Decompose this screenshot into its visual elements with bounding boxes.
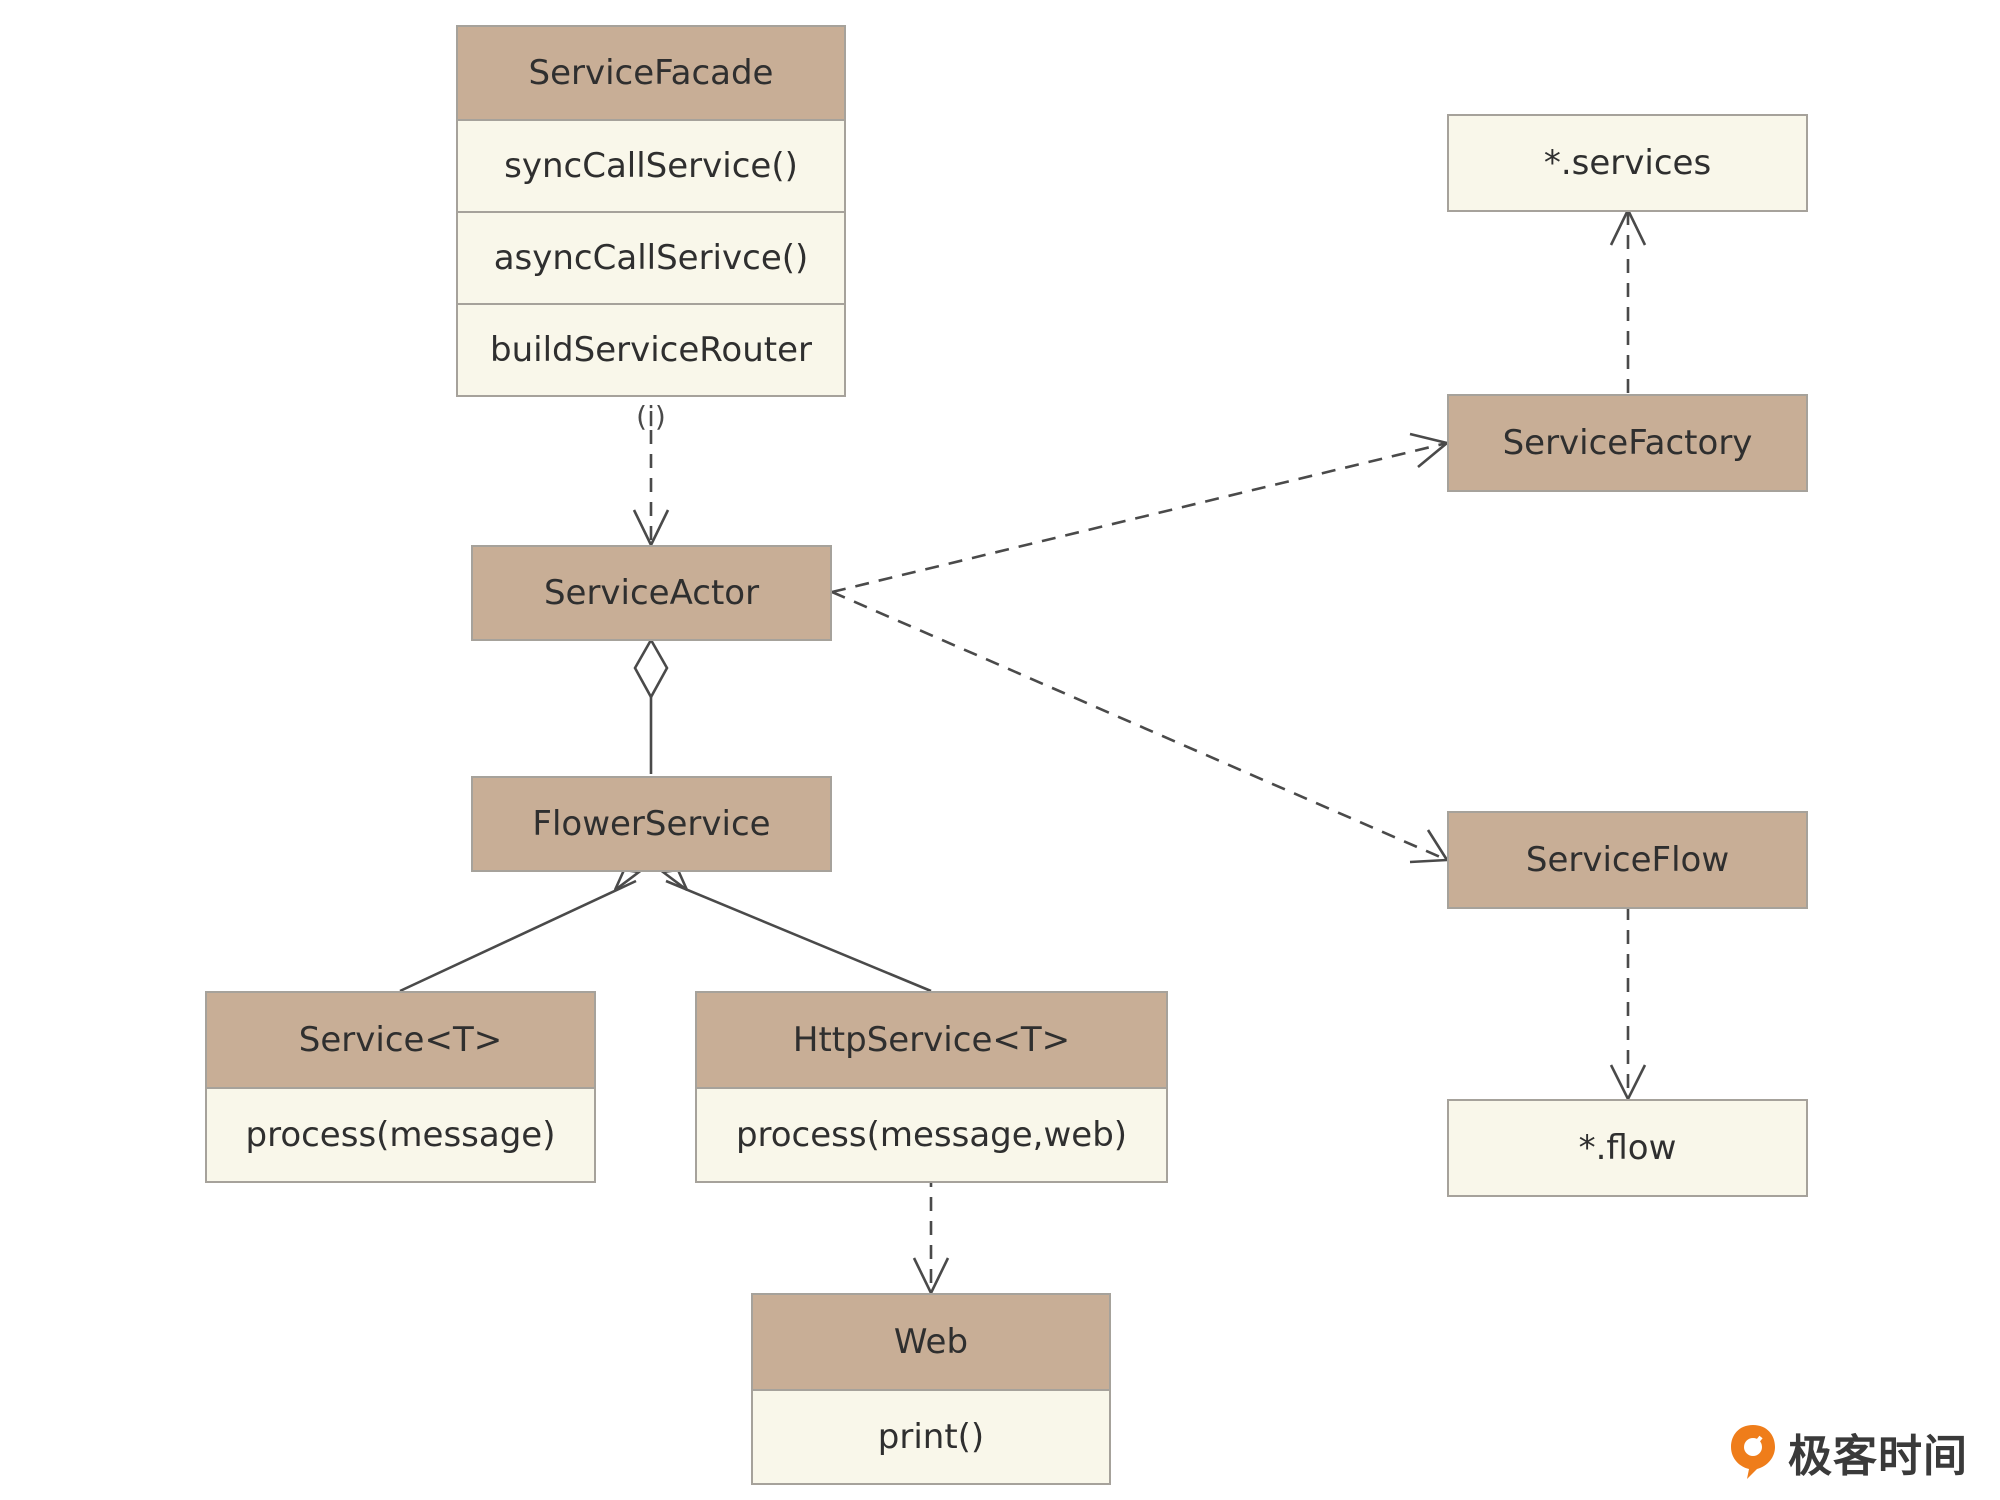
file-flow[interactable]: *.flow (1447, 1099, 1808, 1197)
method-sync-call-service: syncCallService() (458, 119, 844, 211)
class-name: Web (753, 1295, 1109, 1389)
class-name: ServiceFlow (1449, 813, 1806, 907)
method-print: print() (753, 1389, 1109, 1483)
method-process: process(message) (207, 1087, 594, 1181)
class-flower-service[interactable]: FlowerService (471, 776, 832, 872)
dep-actor-flow (831, 590, 1448, 862)
class-service-factory[interactable]: ServiceFactory (1447, 394, 1808, 492)
class-web[interactable]: Web print() (751, 1293, 1111, 1485)
logo-text: 极客时间 (1788, 1431, 1968, 1482)
gen-http-flower (665, 879, 932, 993)
method-process-web: process(message,web) (697, 1087, 1166, 1181)
file-name: *.flow (1449, 1101, 1806, 1195)
logo-icon (1728, 1423, 1778, 1481)
class-http-service[interactable]: HttpService<T> process(message,web) (695, 991, 1168, 1183)
class-name: FlowerService (473, 778, 830, 870)
class-name: Service<T> (207, 993, 594, 1087)
method-build-service-router: buildServiceRouter (458, 303, 844, 395)
file-name: *.services (1449, 116, 1806, 210)
aggregation-diamond (633, 637, 669, 700)
method-async-call-service: asyncCallSerivce() (458, 211, 844, 303)
class-service-generic[interactable]: Service<T> process(message) (205, 991, 596, 1183)
class-service-actor[interactable]: ServiceActor (471, 545, 832, 641)
class-name: ServiceActor (473, 547, 830, 639)
class-name: HttpService<T> (697, 993, 1166, 1087)
file-services[interactable]: *.services (1447, 114, 1808, 212)
geektime-logo: 极客时间 (1728, 1420, 1968, 1484)
class-service-flow[interactable]: ServiceFlow (1447, 811, 1808, 909)
class-name: ServiceFactory (1449, 396, 1806, 490)
gen-service-flower (399, 879, 637, 993)
dep-actor-factory (831, 441, 1448, 594)
class-name: ServiceFacade (458, 27, 844, 119)
class-service-facade[interactable]: ServiceFacade syncCallService() asyncCal… (456, 25, 846, 397)
interface-label: (i) (636, 400, 666, 433)
